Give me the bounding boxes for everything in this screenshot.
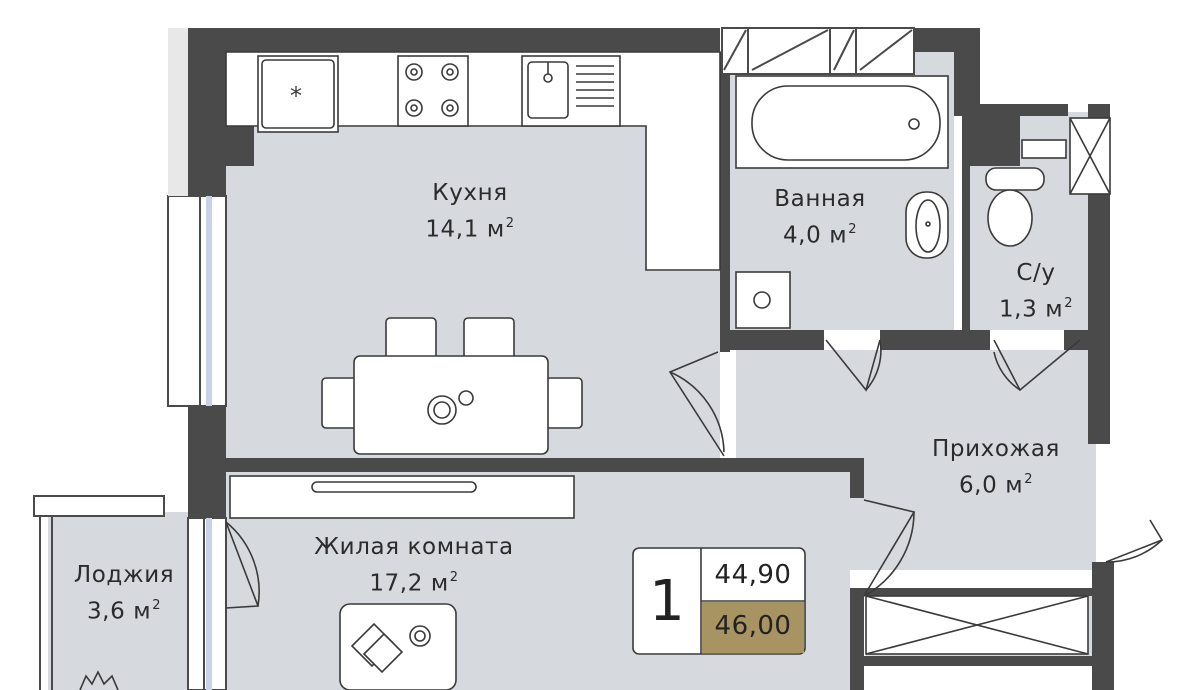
room-name-living: Жилая комната <box>314 534 514 560</box>
wall-living-hall-lower <box>850 588 864 690</box>
window-glass-living <box>206 518 212 690</box>
wall-wc-bottom <box>1064 330 1110 350</box>
living-furniture <box>229 475 575 690</box>
wall-bath-right <box>954 28 980 112</box>
wall-wc-left <box>962 112 970 350</box>
room-name-wc: С/у <box>1016 260 1056 286</box>
window-glass-kitchen <box>206 196 212 406</box>
bathroom-fixtures <box>735 75 949 329</box>
room-name-hallway: Прихожая <box>932 436 1060 462</box>
wall-wc-corner <box>968 112 1020 166</box>
wall-living-hall <box>850 458 864 498</box>
room-area-hallway: 6,0 м2 <box>958 472 1034 499</box>
doors <box>225 339 1164 609</box>
wall-exterior-strip <box>168 28 188 196</box>
window-bath-top <box>721 27 915 75</box>
wall-storage-top <box>864 588 1092 596</box>
summary-highlight <box>702 602 804 653</box>
loggia-frame <box>33 495 165 517</box>
room-area-living: 17,2 м2 <box>369 570 459 597</box>
room-name-loggia: Лоджия <box>73 562 175 588</box>
wall-left-upper <box>188 28 226 196</box>
wall-storage-bottom <box>864 656 1114 666</box>
windows <box>33 27 915 690</box>
plant-icon <box>79 670 119 690</box>
room-name-bathroom: Ванная <box>774 186 866 212</box>
toilet <box>985 117 1111 247</box>
storage <box>865 595 1089 655</box>
room-name-kitchen: Кухня <box>432 180 508 206</box>
wall-kitchen-living <box>226 458 864 472</box>
kitchen-counter: * <box>225 51 721 271</box>
summary-total-area: 44,90 <box>714 560 792 590</box>
dining-table <box>321 317 583 455</box>
window-kitchen-left <box>167 195 227 407</box>
room-area-bathroom: 4,0 м2 <box>782 222 858 249</box>
svg-text:*: * <box>290 82 302 110</box>
wall-kitchen-bath <box>720 52 730 352</box>
wall-bath-bottom-right <box>880 330 990 350</box>
room-area-kitchen: 14,1 м2 <box>425 216 515 243</box>
wall-left-middle <box>188 406 226 518</box>
room-area-wc: 1,3 м2 <box>998 296 1074 323</box>
summary-badge <box>632 547 806 655</box>
loggia-floor <box>48 512 188 690</box>
wall-bath-bottom-left <box>720 330 824 350</box>
wall-hall-right-lower <box>1092 562 1114 690</box>
room-area-loggia: 3,6 м2 <box>86 598 162 625</box>
summary-rooms-count: 1 <box>649 568 685 634</box>
wall-top-kitchen <box>188 28 720 52</box>
summary-total-with-loggia: 46,00 <box>714 611 792 641</box>
